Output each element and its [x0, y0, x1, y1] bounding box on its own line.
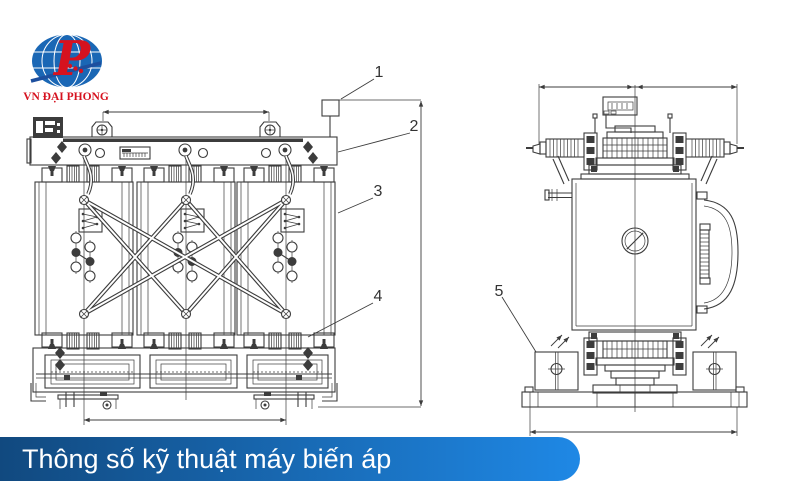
tap-box-3 — [280, 208, 305, 233]
bushing-left — [525, 138, 585, 158]
transformer-body — [544, 178, 739, 331]
dimension-top-side — [538, 84, 738, 144]
top-beam — [26, 136, 338, 166]
base-plate — [521, 386, 748, 408]
lifting-lug-left — [91, 121, 113, 138]
top-pins — [592, 113, 673, 133]
base-frame — [30, 347, 338, 402]
banner-background — [0, 437, 580, 481]
dimension-height-right — [318, 99, 424, 408]
callout-leader-5 — [501, 296, 537, 353]
callouts: 1 2 3 4 5 — [307, 64, 537, 353]
logo-globe-icon — [32, 34, 102, 88]
callout-label-4: 4 — [374, 288, 383, 305]
callout-leader-1 — [340, 78, 375, 100]
beam-bolt-diamonds — [51, 141, 318, 164]
vent-arrows-right — [701, 335, 719, 348]
callout-label-5: 5 — [495, 283, 504, 300]
base-section-2 — [149, 354, 238, 389]
top-clamp-3 — [243, 165, 335, 183]
callout-leader-3 — [337, 197, 374, 214]
foot-right — [692, 351, 737, 391]
title-banner: Thông số kỹ thuật máy biến áp — [0, 437, 580, 481]
dimension-bottom-side — [529, 407, 738, 436]
lifting-lug-right — [259, 121, 281, 138]
banner-title: Thông số kỹ thuật máy biến áp — [22, 444, 391, 474]
callout-label-1: 1 — [375, 64, 384, 81]
tap-box-1 — [78, 208, 103, 233]
nameplate — [119, 146, 151, 160]
front-view-drawing — [26, 99, 424, 425]
logo-swoosh-icon — [30, 61, 102, 83]
logo-monogram: P — [52, 31, 92, 87]
clamp-post-bottom-right — [672, 337, 687, 376]
terminals-3 — [272, 230, 298, 284]
dimension-top-front — [102, 109, 270, 121]
hv-cables — [82, 155, 295, 195]
company-logo: P VN ĐẠI PHONG — [23, 31, 109, 103]
support-rods — [552, 155, 718, 185]
top-clamp-2 — [143, 165, 235, 183]
rib-strip — [699, 223, 711, 285]
clamp-post-bottom-left — [583, 337, 598, 376]
callout-label-3: 3 — [374, 183, 383, 200]
temperature-monitor — [602, 96, 638, 133]
base-section-1 — [44, 354, 141, 389]
logo-company-name: VN ĐẠI PHONG — [23, 91, 109, 103]
foot-left — [534, 351, 579, 391]
cross-braces — [82, 198, 288, 316]
tap-box-2 — [180, 208, 205, 233]
bushing-right — [685, 138, 745, 158]
side-view-drawing — [521, 84, 748, 436]
clamp-post-top-left — [583, 132, 598, 171]
handle — [703, 199, 739, 310]
center-plug-icon — [621, 227, 649, 255]
callout-leader-2 — [337, 132, 411, 153]
callout-leader-4 — [307, 302, 374, 338]
rollers — [57, 392, 315, 410]
terminals-1 — [70, 230, 96, 284]
sensor-box — [321, 99, 340, 137]
terminal-junction-box — [33, 117, 63, 138]
base-section-3 — [246, 354, 329, 389]
clamp-post-top-right — [672, 132, 687, 171]
beam-holes — [78, 143, 292, 159]
callout-label-2: 2 — [410, 118, 419, 135]
vent-arrows-left — [551, 335, 569, 348]
top-clamp-1 — [41, 165, 133, 183]
